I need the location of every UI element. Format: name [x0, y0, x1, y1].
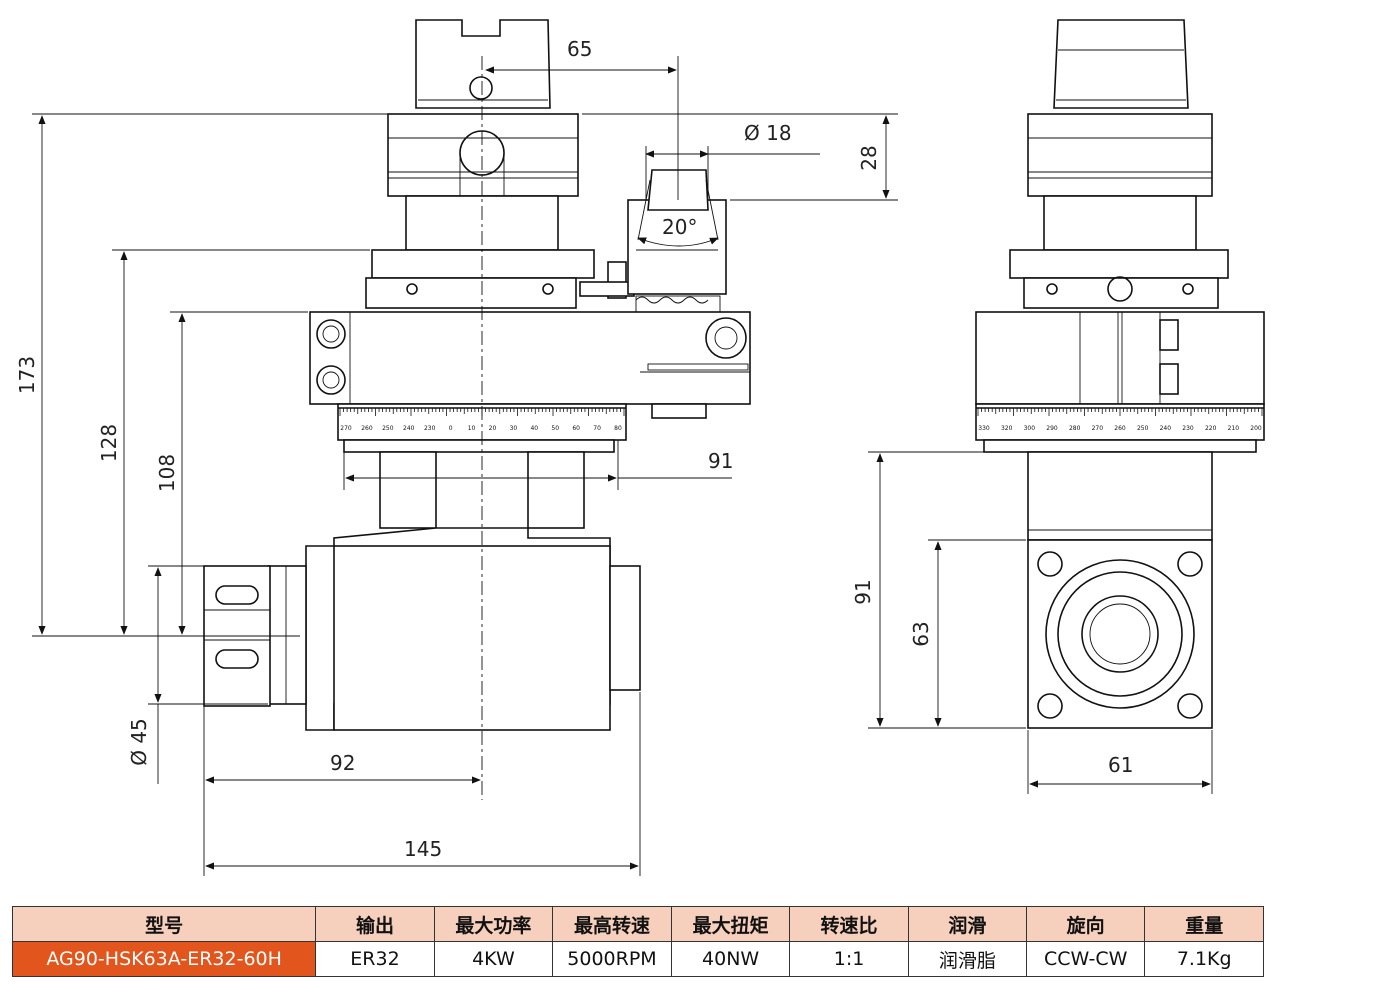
- front-dial-label: 250: [382, 425, 394, 432]
- cell-output: ER32: [315, 941, 435, 977]
- side-dial-label: 320: [1001, 425, 1013, 432]
- dim-20deg: 20°: [662, 215, 697, 239]
- dim-63: 63: [909, 621, 933, 646]
- front-dial-label: 30: [510, 425, 518, 432]
- dim-91-side: 91: [851, 579, 875, 604]
- cell-model: AG90-HSK63A-ER32-60H: [11, 941, 317, 977]
- spec-data-row: AG90-HSK63A-ER32-60H ER32 4KW 5000RPM 40…: [11, 941, 1264, 977]
- header-rotation: 旋向: [1025, 906, 1146, 942]
- side-dial-label: 280: [1069, 425, 1081, 432]
- side-dial-label: 300: [1024, 425, 1036, 432]
- front-dial-label: 40: [530, 425, 538, 432]
- front-dimensions: 65 Ø 18 20° 28 173 128 108 91: [15, 37, 898, 876]
- side-dial-label: 270: [1092, 425, 1104, 432]
- side-dial-label: 240: [1160, 425, 1172, 432]
- dim-92: 92: [330, 751, 355, 775]
- dim-91-front: 91: [708, 449, 733, 473]
- cell-max-torque: 40NW: [670, 941, 791, 977]
- side-dial-label: 260: [1114, 425, 1126, 432]
- spec-header-row: 型号 输出 最大功率 最高转速 最大扭矩 转速比 润滑 旋向 重量: [11, 906, 1264, 942]
- front-dial-label: 50: [551, 425, 559, 432]
- side-dial-label: 250: [1137, 425, 1149, 432]
- cell-weight: 7.1Kg: [1144, 941, 1264, 977]
- header-output: 输出: [315, 906, 435, 942]
- side-dial-label: 330: [978, 425, 990, 432]
- dim-128: 128: [97, 424, 121, 462]
- front-dial-label: 20: [489, 425, 497, 432]
- front-dial-label: 10: [468, 425, 476, 432]
- cell-max-power: 4KW: [433, 941, 554, 977]
- header-weight: 重量: [1144, 906, 1264, 942]
- header-max-speed: 最高转速: [552, 906, 672, 942]
- front-dial-label: 80: [614, 425, 622, 432]
- side-dial-label: 210: [1228, 425, 1240, 432]
- header-lubrication: 润滑: [907, 906, 1027, 942]
- side-dial-label: 230: [1182, 425, 1194, 432]
- dim-65: 65: [567, 37, 592, 61]
- header-ratio: 转速比: [789, 906, 909, 942]
- cell-ratio: 1:1: [789, 941, 909, 977]
- side-dial-label: 220: [1205, 425, 1217, 432]
- header-model: 型号: [11, 906, 317, 942]
- front-dial-label: 230: [424, 425, 436, 432]
- front-dial-label: 240: [403, 425, 415, 432]
- dim-28: 28: [857, 145, 881, 170]
- dim-45: Ø 45: [127, 718, 151, 766]
- header-max-torque: 最大扭矩: [670, 906, 791, 942]
- front-dial-label: 70: [593, 425, 601, 432]
- side-view: 330 320 300 290 280 270 260 250 240 230 220 210 200: [975, 19, 1265, 729]
- front-dial-label: 60: [572, 425, 580, 432]
- cell-max-speed: 5000RPM: [552, 941, 672, 977]
- technical-drawing: 270 260 250 240 230 0 10 20 30 40 50 60 70 80 65 Ø 18: [15, 19, 1265, 876]
- front-view: 270 260 250 240 230 0 10 20 30 40 50 60 70 80: [203, 19, 751, 800]
- side-dial-label: 290: [1046, 425, 1058, 432]
- side-dial-label: 200: [1250, 425, 1262, 432]
- side-dimensions: 91 63 61: [851, 451, 1213, 794]
- front-dial-label: 0: [449, 425, 453, 432]
- cell-lubrication: 润滑脂: [907, 941, 1027, 977]
- dim-18: Ø 18: [744, 121, 792, 145]
- header-max-power: 最大功率: [433, 906, 554, 942]
- front-dial-label: 260: [361, 425, 373, 432]
- dim-61: 61: [1108, 753, 1133, 777]
- dim-108: 108: [155, 454, 179, 492]
- spec-table: 型号 输出 最大功率 最高转速 最大扭矩 转速比 润滑 旋向 重量 AG90-H…: [11, 906, 1264, 977]
- dim-173: 173: [15, 356, 39, 394]
- cell-rotation: CCW-CW: [1025, 941, 1146, 977]
- front-dial-label: 270: [340, 425, 352, 432]
- dim-145: 145: [404, 837, 442, 861]
